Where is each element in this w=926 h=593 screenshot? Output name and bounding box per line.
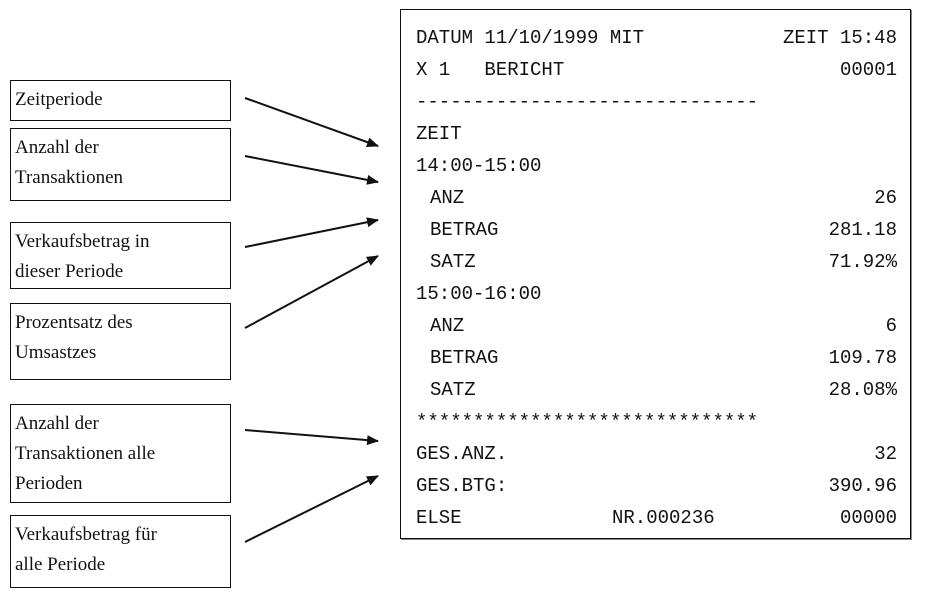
arrow-betrag — [244, 217, 379, 248]
anz-value: 26 — [874, 187, 897, 209]
footer-number: NR.000236 — [612, 507, 715, 529]
arrow-satz — [244, 255, 379, 329]
betrag-value: 109.78 — [828, 347, 897, 369]
label-anzahl-transaktionen: Anzahl der Transaktionen — [10, 128, 231, 201]
label-line: Anzahl der — [15, 413, 99, 434]
receipt: DATUM 11/10/1999 MIT ZEIT 15:48 X 1 BERI… — [400, 9, 911, 539]
betrag-label: BETRAG — [430, 347, 499, 369]
label-line: Prozentsatz des — [15, 312, 133, 333]
label-line: Umsastzes — [15, 342, 97, 363]
total-btg-value: 390.96 — [828, 475, 897, 497]
period-range-text: 15:00-16:00 — [416, 283, 542, 305]
dash-text: ------------------------------ — [416, 91, 759, 113]
label-zeitperiode: Zeitperiode — [10, 80, 231, 121]
label-line: alle Periode — [15, 554, 106, 575]
receipt-section-title: ZEIT — [416, 119, 897, 149]
arrow-ges-btg — [244, 475, 379, 543]
label-line: Perioden — [15, 473, 83, 494]
satz-value: 28.08% — [828, 379, 897, 401]
anz-label: ANZ — [430, 187, 465, 209]
total-anz-value: 32 — [874, 443, 897, 465]
total-btg-row: GES.BTG: 390.96 — [416, 471, 897, 501]
label-line: Transaktionen alle — [15, 443, 156, 464]
receipt-report-title: X 1 BERICHT — [416, 59, 565, 81]
period-betrag-row: BETRAG 281.18 — [416, 215, 897, 245]
receipt-dash-divider: ------------------------------ — [416, 87, 897, 117]
betrag-value: 281.18 — [828, 219, 897, 241]
period-range-text: 14:00-15:00 — [416, 155, 542, 177]
arrow-ges-anz — [244, 429, 379, 446]
label-prozentsatz-umsatz: Prozentsatz des Umsastzes — [10, 303, 231, 380]
betrag-label: BETRAG — [430, 219, 499, 241]
period-range: 15:00-16:00 — [416, 279, 897, 309]
receipt-footer: ELSE NR.000236 00000 — [416, 503, 897, 533]
label-line: Verkaufsbetrag in — [15, 231, 150, 252]
label-verkaufsbetrag-periode: Verkaufsbetrag in dieser Periode — [10, 222, 231, 289]
period-anz-row: ANZ 6 — [416, 311, 897, 341]
receipt-header: DATUM 11/10/1999 MIT ZEIT 15:48 — [416, 23, 897, 53]
satz-label: SATZ — [430, 251, 476, 273]
receipt-date: DATUM 11/10/1999 MIT — [416, 27, 645, 49]
anz-value: 6 — [885, 315, 897, 337]
receipt-time: ZEIT 15:48 — [782, 27, 897, 49]
satz-label: SATZ — [430, 379, 476, 401]
label-line: dieser Periode — [15, 261, 124, 282]
arrow-anzahl — [244, 155, 379, 185]
label-line: Zeitperiode — [15, 89, 103, 110]
period-range: 14:00-15:00 — [416, 151, 897, 181]
footer-code: 00000 — [839, 507, 897, 529]
period-satz-row: SATZ 28.08% — [416, 375, 897, 405]
receipt-report-line: X 1 BERICHT 00001 — [416, 55, 897, 85]
period-betrag-row: BETRAG 109.78 — [416, 343, 897, 373]
period-anz-row: ANZ 26 — [416, 183, 897, 213]
label-line: Verkaufsbetrag für — [15, 524, 157, 545]
total-anz-label: GES.ANZ. — [416, 443, 508, 465]
satz-value: 71.92% — [828, 251, 897, 273]
section-title-text: ZEIT — [416, 123, 462, 145]
star-text: ****************************** — [416, 411, 759, 433]
arrow-zeitperiode — [244, 97, 379, 147]
period-satz-row: SATZ 71.92% — [416, 247, 897, 277]
label-anzahl-transaktionen-alle: Anzahl der Transaktionen alle Perioden — [10, 404, 231, 503]
anz-label: ANZ — [430, 315, 465, 337]
receipt-star-divider: ****************************** — [416, 407, 897, 437]
footer-else: ELSE — [416, 507, 462, 529]
total-anz-row: GES.ANZ. 32 — [416, 439, 897, 469]
total-btg-label: GES.BTG: — [416, 475, 508, 497]
label-line: Anzahl der — [15, 137, 99, 158]
label-line: Transaktionen — [15, 167, 124, 188]
label-verkaufsbetrag-alle: Verkaufsbetrag für alle Periode — [10, 515, 231, 588]
receipt-report-number: 00001 — [839, 59, 897, 81]
